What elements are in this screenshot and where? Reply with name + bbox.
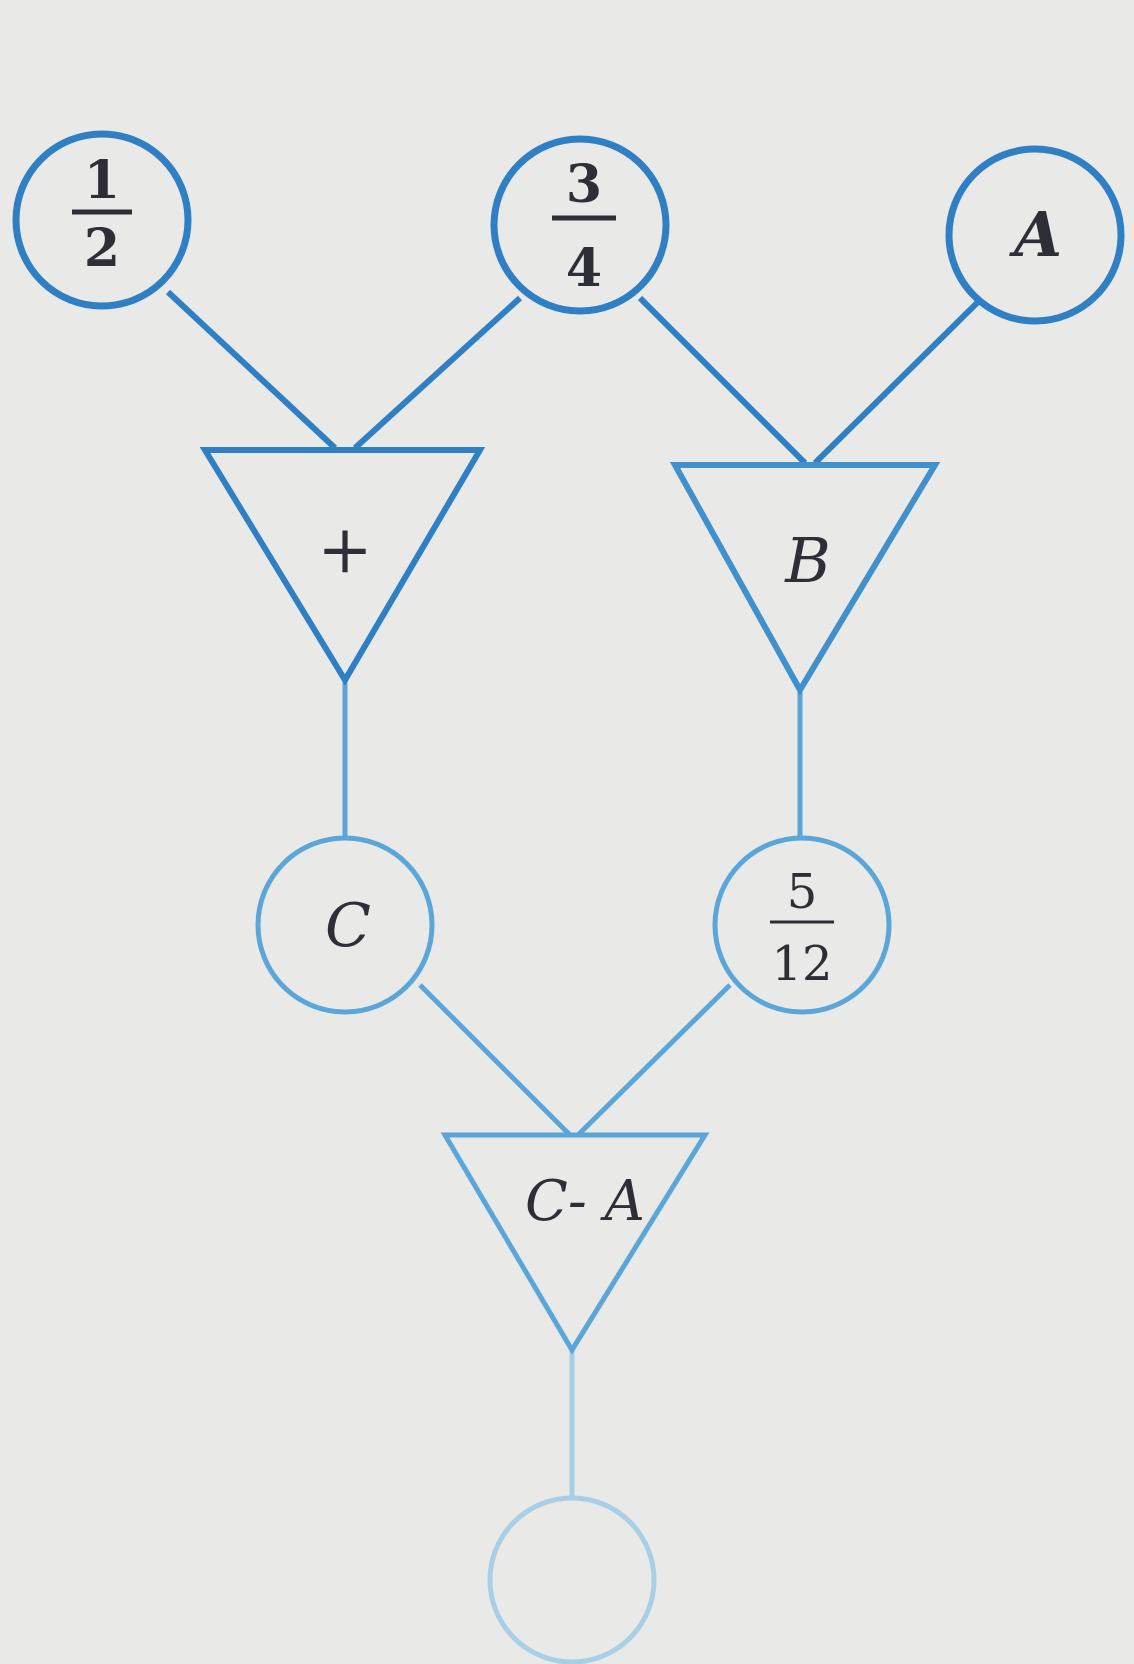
operator-b: B: [669, 462, 941, 696]
node-c: C: [255, 835, 435, 1015]
operator-c-minus-a: C- A: [440, 1132, 710, 1355]
node-a-label: A: [1009, 198, 1062, 271]
node-three-quarters: 3 4: [490, 135, 670, 315]
node-one-half-denominator: 2: [84, 218, 120, 279]
edge-threequarters-to-plus: [352, 295, 523, 451]
edge-fivetwelfths-to-ca: [576, 983, 732, 1137]
node-five-twelfths-numerator: 5: [787, 864, 818, 920]
connectors: [165, 289, 983, 1500]
edge-c-to-ca: [418, 983, 572, 1137]
operator-c-minus-a-label: C- A: [525, 1169, 645, 1234]
operator-plus: +: [199, 447, 486, 686]
node-c-label: C: [325, 891, 371, 961]
operator-b-label: B: [784, 524, 831, 597]
node-five-twelfths: 5 12: [712, 835, 892, 1015]
edge-a-to-b: [812, 297, 983, 466]
node-three-quarters-denominator: 4: [566, 238, 602, 299]
edge-threequarters-to-b: [637, 295, 808, 466]
operator-plus-label: +: [317, 511, 372, 588]
node-one-half: 1 2: [12, 130, 192, 310]
node-result: [487, 1495, 657, 1664]
node-one-half-numerator: 1: [84, 150, 120, 211]
node-three-quarters-numerator: 3: [566, 154, 602, 215]
node-a: A: [945, 145, 1125, 325]
edge-half-to-plus: [165, 289, 338, 451]
node-five-twelfths-denominator: 12: [771, 936, 832, 992]
